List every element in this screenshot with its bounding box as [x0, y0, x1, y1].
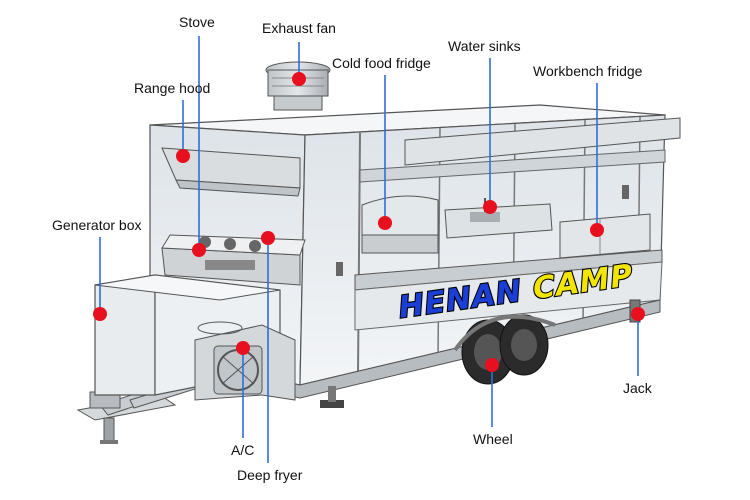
marker-ac [236, 341, 250, 355]
label-cold-food-fridge: Cold food fridge [332, 55, 431, 71]
marker-stove [192, 243, 206, 257]
ac-unit [194, 321, 296, 401]
label-water-sinks: Water sinks [448, 38, 521, 54]
callout-layer [93, 36, 645, 463]
marker-water-sinks [483, 200, 497, 214]
label-wheel: Wheel [473, 431, 513, 447]
marker-wheel [485, 358, 499, 372]
label-ac: A/C [231, 442, 255, 458]
marker-generator-box [93, 307, 107, 321]
marker-jack [631, 307, 645, 321]
label-stove: Stove [179, 14, 215, 30]
range-hood-unit [161, 147, 301, 197]
label-jack: Jack [623, 380, 652, 396]
label-workbench-fridge: Workbench fridge [533, 63, 643, 79]
workbench-fridge-unit [559, 213, 651, 259]
marker-range-hood [176, 149, 190, 163]
marker-exhaust-fan [292, 72, 306, 86]
marker-cold-food-fridge [378, 216, 392, 230]
label-deep-fryer: Deep fryer [237, 467, 303, 483]
cold-food-fridge-unit [361, 195, 439, 254]
label-generator-box: Generator box [52, 217, 142, 233]
label-range-hood: Range hood [134, 80, 211, 96]
marker-deep-fryer [261, 231, 275, 245]
label-exhaust-fan: Exhaust fan [262, 20, 336, 36]
exhaust-fan-unit [265, 61, 331, 111]
marker-workbench-fridge [590, 223, 604, 237]
water-sinks-unit [444, 198, 553, 239]
